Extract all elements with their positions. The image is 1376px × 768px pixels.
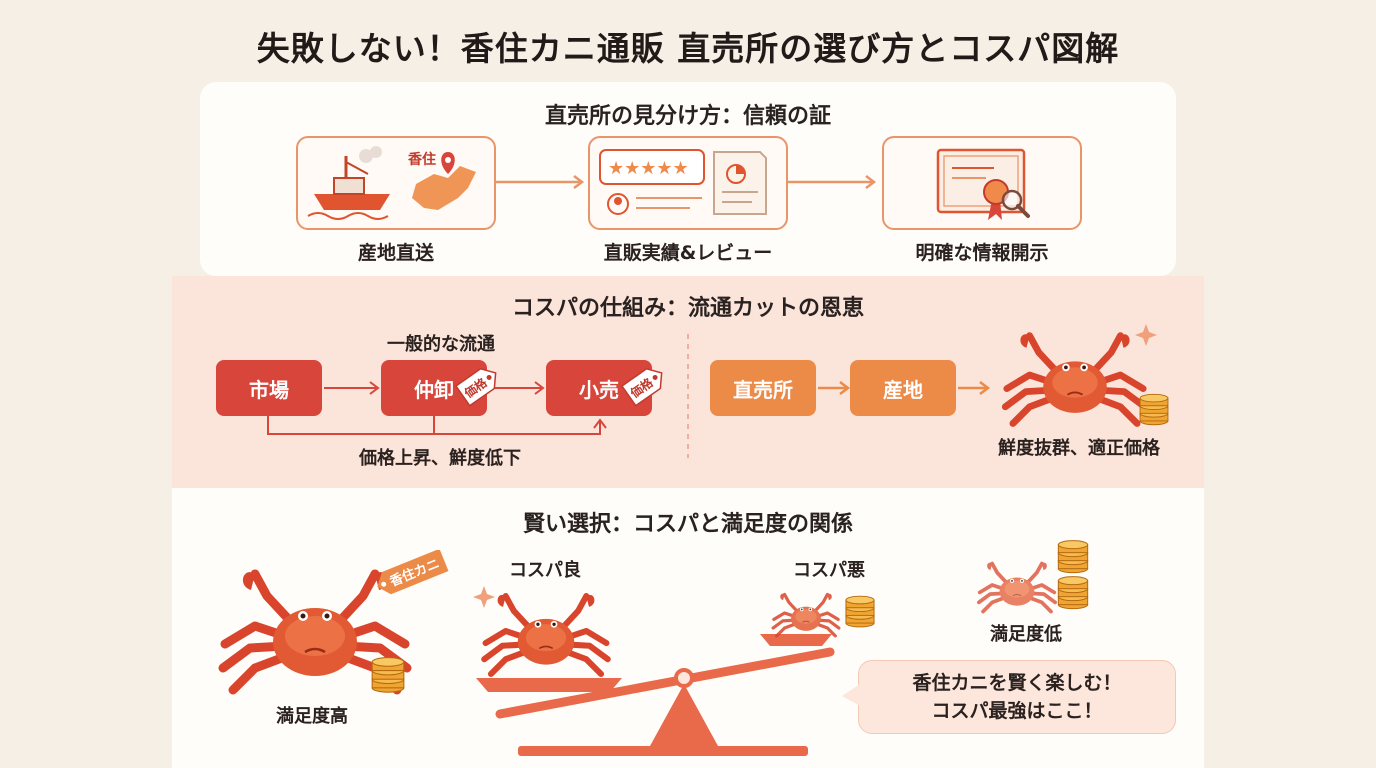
boat-and-map-icon: 香住	[307, 146, 476, 220]
low-satisfaction-label: 満足度低	[990, 624, 1062, 645]
section-divider	[687, 334, 689, 458]
flow-box-market: 市場	[216, 360, 322, 416]
good-value-label: コスパ良	[509, 560, 581, 581]
step-label-disclosure: 明確な情報開示	[915, 242, 1049, 264]
trust-section-title: 直売所の見分け方：信頼の証	[544, 104, 831, 129]
seesaw-scale-icon	[476, 634, 835, 756]
arrow-right-icon	[818, 381, 851, 395]
price-tag-icon: 価格	[620, 367, 663, 407]
cost-section-title: コスパの仕組み：流通カットの恩恵	[511, 296, 864, 321]
flow-box-direct-shop: 直売所	[710, 360, 816, 416]
certificate-icon	[936, 148, 1030, 220]
big-crab-icon: 香住カニ	[200, 550, 449, 700]
direct-ship-card: 香住	[296, 136, 496, 230]
high-satisfaction-label: 満足度高	[276, 706, 348, 727]
arrow-right-icon	[496, 175, 585, 189]
step-label-review: 直販実績&レビュー	[603, 242, 773, 264]
low-satisfaction-crab-icon	[972, 540, 1089, 616]
general-flow-label: 一般的な流通	[387, 334, 495, 355]
speech-bubble: 香住カニを賢く楽しむ！ コスパ最強はここ！	[858, 660, 1176, 734]
cost-section-panel	[172, 276, 1204, 488]
general-flow-arrows: 価格 価格	[267, 367, 663, 435]
map-label: 香住	[407, 151, 436, 168]
review-stars-icon: ★★★★★	[599, 149, 767, 215]
poor-value-label: コスパ悪	[793, 560, 865, 581]
flow-box-origin: 産地	[850, 360, 956, 416]
step-label-direct-ship: 産地直送	[357, 242, 434, 264]
price-tag-icon: 価格	[454, 367, 497, 407]
choice-section-title: 賢い選択：コスパと満足度の関係	[522, 512, 853, 537]
bubble-tail	[842, 684, 860, 706]
poor-value-crab-icon	[771, 591, 875, 638]
general-flow-result: 価格上昇、鮮度低下	[359, 448, 521, 469]
disclosure-card	[882, 136, 1082, 230]
bubble-line-2: コスパ最強はここ！	[931, 700, 1103, 722]
sparkle-icon	[473, 586, 495, 608]
arrow-right-icon	[958, 381, 991, 395]
good-value-crab-icon	[473, 586, 632, 678]
bubble-line-1: 香住カニを賢く楽しむ！	[912, 672, 1122, 694]
svg-text:★★★★★: ★★★★★	[608, 158, 689, 179]
arrow-right-icon	[788, 175, 877, 189]
fresh-crab-icon	[990, 324, 1169, 428]
sparkle-icon	[1135, 324, 1157, 346]
kasumi-crab-tag-icon: 香住カニ	[377, 550, 449, 595]
page-title: 失敗しない！香住カニ通販 直売所の選び方とコスパ図解	[256, 29, 1120, 68]
direct-flow-result: 鮮度抜群、適正価格	[998, 438, 1160, 459]
review-card: ★★★★★	[588, 136, 788, 230]
